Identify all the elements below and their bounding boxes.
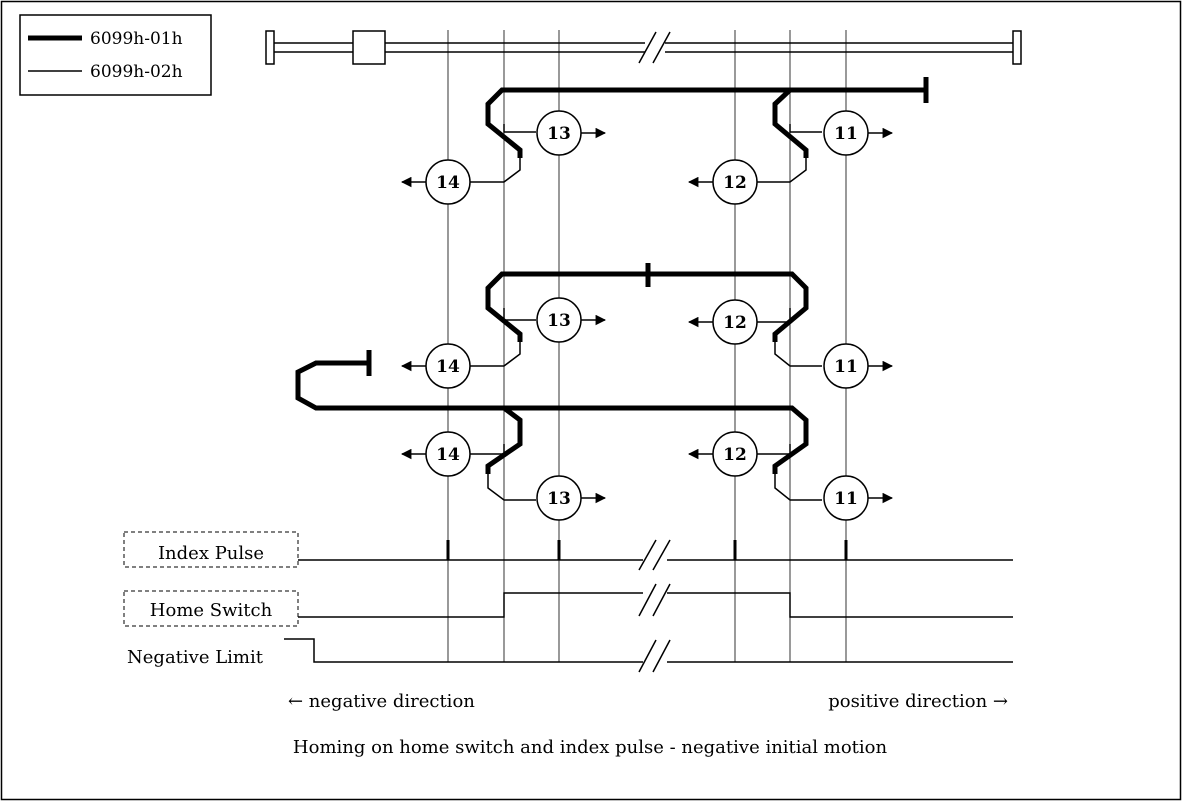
method-number: 12	[723, 313, 747, 333]
method-circle-row3-12: 12	[712, 431, 758, 477]
home-switch-signal: Home Switch	[123, 590, 1013, 627]
method-number: 11	[834, 357, 858, 377]
method-number: 13	[547, 489, 571, 509]
negative-limit-label: Negative Limit	[127, 647, 264, 668]
row-2-paths	[470, 263, 822, 367]
method-number: 14	[436, 357, 460, 377]
method-number: 11	[834, 489, 858, 509]
axis-bar	[265, 30, 1022, 65]
negative-direction-label: ← negative direction	[288, 691, 475, 712]
row1-main-thick-path	[485, 87, 926, 158]
method-circle-row1-11: 11	[823, 110, 869, 156]
method-circle-row1-14: 14	[425, 159, 471, 205]
home-switch-label: Home Switch	[150, 600, 273, 621]
row-1-paths	[470, 77, 929, 183]
method-circle-row3-14: 14	[425, 431, 471, 477]
diagram-caption: Homing on home switch and index pulse - …	[293, 737, 888, 758]
row2-left-thick-path	[485, 271, 648, 342]
legend-thin-label: 6099h-02h	[90, 62, 183, 82]
method-number: 12	[723, 173, 747, 193]
negative-limit-signal: Negative Limit	[127, 638, 1013, 668]
method-number: 13	[547, 311, 571, 331]
index-pulse-signal: Index Pulse	[123, 531, 1013, 568]
home-switch-label-box	[123, 590, 299, 627]
positive-direction-label: positive direction →	[828, 691, 1008, 712]
index-pulse-label-box	[123, 531, 299, 568]
axis-right-stop	[1012, 30, 1022, 65]
method-number: 14	[436, 173, 460, 193]
method-circle-row2-11: 11	[823, 343, 869, 389]
method-circle-row1-13: 13	[536, 110, 582, 156]
method-circles: 13 14 11 12 13 14 12 11	[425, 110, 869, 521]
method-circle-row2-12: 12	[712, 299, 758, 345]
method-number: 11	[834, 124, 858, 144]
axis-left-stop	[265, 30, 275, 65]
legend-box	[19, 14, 212, 96]
method-circle-row1-12: 12	[712, 159, 758, 205]
axis-carriage	[352, 30, 386, 65]
legend-thick-label: 6099h-01h	[90, 29, 183, 49]
method-circle-row2-13: 13	[536, 297, 582, 343]
index-pulse-label: Index Pulse	[158, 543, 264, 564]
method-circle-row2-14: 14	[425, 343, 471, 389]
method-circle-row3-13: 13	[536, 475, 582, 521]
method-circle-row3-11: 11	[823, 475, 869, 521]
method-number: 12	[723, 445, 747, 465]
axis-break-mark	[638, 31, 657, 64]
method-number: 14	[436, 445, 460, 465]
row-3-paths	[295, 350, 822, 501]
row3-main-thick-path	[295, 360, 809, 474]
signal-break-marks	[638, 539, 671, 673]
direction-arrows	[400, 127, 894, 504]
method-number: 13	[547, 124, 571, 144]
row2-right-thick-path	[648, 271, 809, 342]
legend: 6099h-01h 6099h-02h	[19, 14, 212, 96]
